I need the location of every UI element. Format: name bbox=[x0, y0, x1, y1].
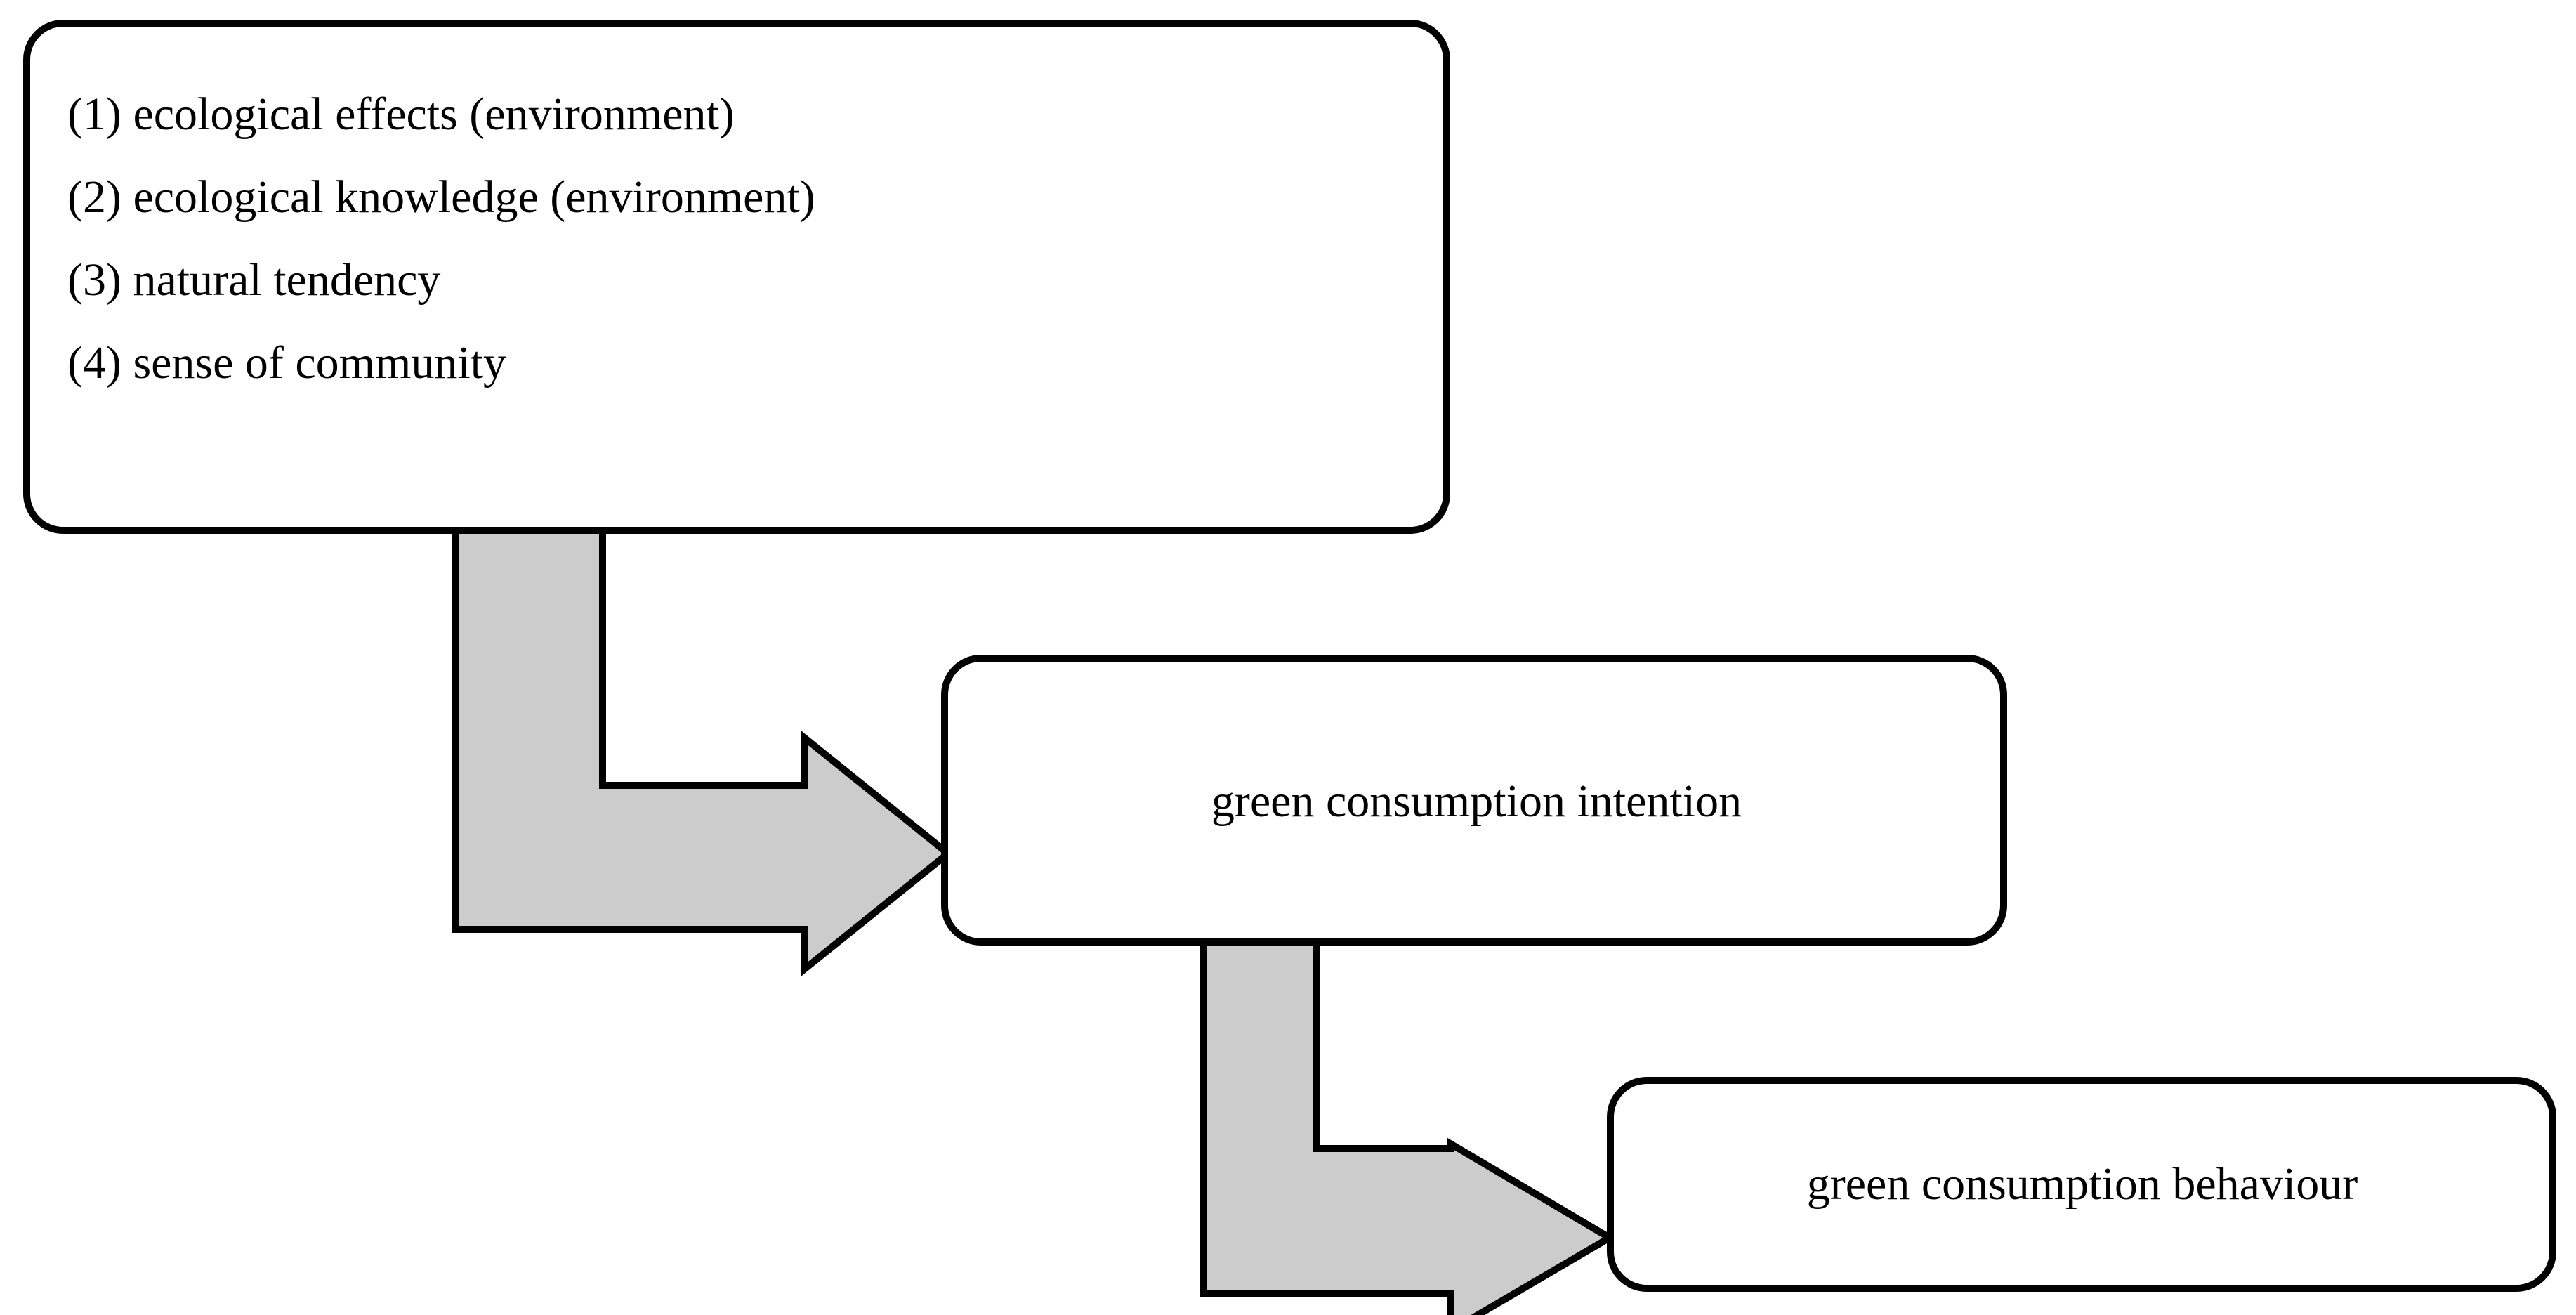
list-item: (1) ecological effects (environment) bbox=[67, 89, 735, 140]
arrow-intention-to-behaviour bbox=[1200, 938, 1617, 1315]
list-item: (3) natural tendency bbox=[67, 254, 441, 306]
node-box-behaviour bbox=[1607, 1077, 2556, 1292]
node-antecedents-text: (1) ecological effects (environment) (2)… bbox=[67, 73, 1402, 405]
node-label-intention: green consumption intention bbox=[1211, 776, 1742, 827]
node-label-behaviour: green consumption behaviour bbox=[1806, 1158, 2358, 1210]
node-behaviour-text: green consumption behaviour bbox=[1607, 1077, 2558, 1292]
node-box-antecedents bbox=[23, 20, 1450, 534]
arrow-antecedents-to-intention bbox=[452, 527, 954, 977]
list-item: (4) sense of community bbox=[67, 337, 507, 388]
list-item: (2) ecological knowledge (environment) bbox=[67, 171, 815, 223]
node-box-intention bbox=[941, 655, 2007, 946]
node-intention-text: green consumption intention bbox=[941, 655, 2012, 948]
